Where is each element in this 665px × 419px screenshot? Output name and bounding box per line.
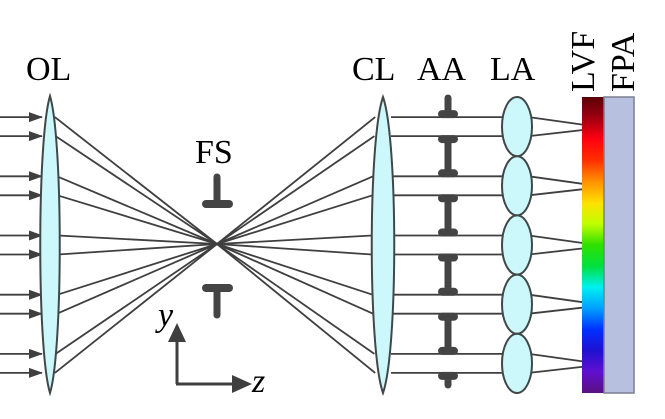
diverging-ray (216, 243, 375, 355)
ray-arrowhead-icon (29, 289, 43, 300)
lenslet (501, 332, 533, 394)
y-axis-arrowhead-icon (168, 323, 186, 342)
ray-arrowhead-icon (29, 308, 43, 319)
diverging-ray (216, 135, 375, 245)
ray-arrowhead-icon (29, 190, 43, 201)
y-axis-label: y (155, 297, 174, 334)
lenslet (501, 96, 533, 158)
z-axis-label: z (251, 363, 265, 400)
label-lvf: LVF (565, 31, 602, 92)
label-aa: AA (417, 51, 467, 88)
converging-ray (57, 194, 218, 245)
coordinate-axes: y z (155, 297, 265, 400)
field-stop (202, 173, 233, 319)
ray-arrowhead-icon (29, 112, 43, 123)
incoming-rays (0, 112, 43, 378)
diverging-ray (216, 243, 374, 315)
converging-ray (54, 116, 218, 245)
ray-arrowhead-icon (29, 367, 43, 378)
label-ol: OL (26, 51, 71, 88)
objective-lens (39, 92, 61, 397)
z-axis-arrowhead-icon (232, 375, 252, 393)
lenslet (501, 155, 533, 217)
converging-ray (56, 175, 218, 245)
label-cl: CL (352, 51, 395, 88)
converging-ray (55, 243, 218, 355)
linear-variable-filter (582, 97, 604, 393)
converging-ray (57, 243, 218, 256)
converging-ray (55, 135, 218, 245)
diverging-ray (216, 243, 373, 296)
ray-arrowhead-icon (29, 230, 43, 241)
ray-arrowhead-icon (29, 348, 43, 359)
diverging-ray (216, 194, 373, 245)
collimating-lens (370, 93, 396, 397)
label-fs: FS (195, 134, 233, 171)
label-fpa: FPA (605, 32, 642, 92)
converging-ray (56, 243, 218, 315)
converging-ray (57, 243, 218, 296)
diverging-ray (216, 116, 376, 245)
converging-ray (54, 243, 218, 374)
label-la: LA (490, 51, 536, 88)
aperture-array (438, 94, 458, 389)
converging-rays (54, 116, 376, 374)
ray-arrowhead-icon (29, 131, 43, 142)
lenslet (501, 273, 533, 335)
ray-arrowhead-icon (29, 171, 43, 182)
converging-ray (57, 234, 218, 245)
lenslet-array (501, 96, 533, 394)
focal-plane-array (603, 96, 635, 394)
diverging-ray (216, 243, 373, 256)
diverging-ray (216, 175, 374, 245)
diverging-ray (216, 234, 373, 245)
lenslet (501, 214, 533, 276)
ray-arrowhead-icon (29, 249, 43, 260)
diverging-ray (216, 243, 376, 374)
